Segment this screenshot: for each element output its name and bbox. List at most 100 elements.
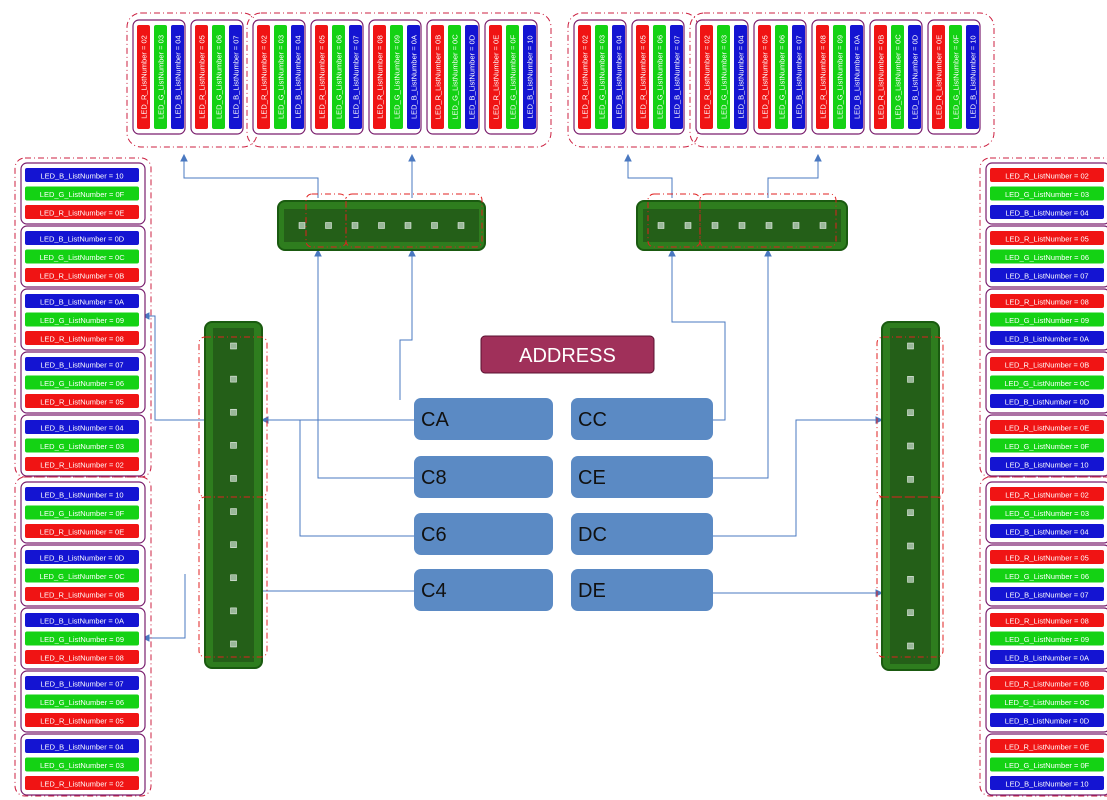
led-green-bar bbox=[990, 375, 1104, 390]
address-button-c8[interactable]: C8 bbox=[414, 456, 553, 498]
led-red-bar bbox=[990, 357, 1104, 371]
led-red-bar bbox=[990, 420, 1104, 434]
led-red-label: LED_R_ListNumber = 0B bbox=[434, 35, 443, 119]
led-chip bbox=[230, 508, 237, 515]
led-red-bar bbox=[195, 25, 208, 129]
led-blue-bar bbox=[990, 587, 1104, 601]
group-outline bbox=[14, 476, 152, 797]
led-red-bar bbox=[990, 550, 1104, 564]
group-outline bbox=[246, 12, 552, 148]
led-blue-label: LED_B_ListNumber = 04 bbox=[615, 35, 624, 118]
led-green-bar bbox=[25, 438, 139, 453]
arrowhead bbox=[141, 312, 150, 320]
led-blue-bar bbox=[990, 394, 1104, 408]
led-red-bar bbox=[816, 25, 829, 129]
led-green-bar bbox=[25, 568, 139, 583]
led-red-bar bbox=[373, 25, 386, 129]
group-outline bbox=[979, 476, 1107, 797]
led-blue-bar bbox=[908, 25, 921, 129]
address-label: CA bbox=[421, 409, 449, 431]
led-blue-bar bbox=[25, 613, 139, 627]
connector-cc bbox=[671, 250, 726, 421]
led-red-bar bbox=[758, 25, 771, 129]
connector-c8 bbox=[317, 250, 414, 479]
segment-outline bbox=[876, 496, 944, 658]
group-outline bbox=[979, 157, 1107, 478]
led-green-bar bbox=[653, 25, 666, 129]
address-button-c4[interactable]: C4 bbox=[414, 569, 553, 611]
led-red-bar bbox=[990, 676, 1104, 690]
led-chip bbox=[657, 222, 665, 229]
led-blue-label: LED_B_ListNumber = 07 bbox=[1005, 591, 1088, 600]
led-chip bbox=[907, 542, 914, 550]
led-chip bbox=[230, 442, 237, 449]
led-blue-label: LED_B_ListNumber = 0A bbox=[1005, 654, 1089, 663]
led-green-label: LED_G_ListNumber = 06 bbox=[40, 379, 124, 388]
led-blue-label: LED_B_ListNumber = 04 bbox=[737, 35, 746, 118]
address-button-de[interactable]: DE bbox=[571, 569, 713, 611]
led-chip bbox=[404, 222, 412, 229]
led-chip bbox=[230, 640, 237, 648]
led-blue-bar bbox=[990, 713, 1104, 727]
led-red-label: LED_R_ListNumber = 08 bbox=[1005, 298, 1089, 307]
connector-ca-panel bbox=[143, 315, 205, 421]
led-blue-bar bbox=[407, 25, 420, 129]
led-green-label: LED_G_ListNumber = 0C bbox=[1004, 379, 1090, 388]
led-red-label: LED_R_ListNumber = 0B bbox=[40, 272, 124, 281]
address-label: CE bbox=[578, 467, 606, 489]
led-blue-bar bbox=[25, 676, 139, 690]
arrowhead bbox=[814, 153, 822, 162]
led-red-bar bbox=[25, 587, 139, 601]
led-chip bbox=[230, 607, 237, 615]
led-green-bar bbox=[990, 757, 1104, 772]
led-green-bar bbox=[154, 25, 167, 129]
led-blue-bar bbox=[349, 25, 362, 129]
address-button-ca[interactable]: CA bbox=[414, 398, 553, 440]
led-green-label: LED_G_ListNumber = 06 bbox=[335, 35, 344, 119]
led-red-bar bbox=[431, 25, 444, 129]
led-blue-label: LED_B_ListNumber = 10 bbox=[1005, 461, 1088, 470]
arrowhead bbox=[624, 153, 632, 162]
strip-inner bbox=[213, 328, 254, 662]
led-blue-label: LED_B_ListNumber = 0D bbox=[468, 34, 477, 119]
address-block: ADDRESS CA C8 C6 C4 CC CE DC bbox=[414, 335, 713, 611]
led-blue-bar bbox=[25, 487, 139, 501]
led-blue-bar bbox=[171, 25, 184, 129]
led-green-bar bbox=[595, 25, 608, 129]
led-red-label: LED_R_ListNumber = 0B bbox=[40, 591, 124, 600]
connector-ca-up bbox=[399, 250, 413, 400]
led-strip-top-left bbox=[277, 200, 486, 251]
address-button-dc[interactable]: DC bbox=[571, 513, 713, 555]
led-blue-label: LED_B_ListNumber = 10 bbox=[526, 35, 535, 118]
led-blue-label: LED_B_ListNumber = 04 bbox=[1005, 528, 1088, 537]
led-chip bbox=[378, 222, 385, 229]
led-chip bbox=[819, 222, 827, 229]
led-chip bbox=[907, 376, 914, 383]
led-green-bar bbox=[990, 694, 1104, 709]
led-green-bar bbox=[990, 568, 1104, 583]
address-button-c6[interactable]: C6 bbox=[414, 513, 553, 555]
led-red-label: LED_R_ListNumber = 02 bbox=[140, 35, 149, 119]
led-strip-top-right bbox=[636, 200, 848, 251]
address-button-cc[interactable]: CC bbox=[571, 398, 713, 440]
connector-ce bbox=[713, 250, 769, 479]
segment-outline bbox=[305, 193, 347, 248]
address-button-ce[interactable]: CE bbox=[571, 456, 713, 498]
led-chip bbox=[230, 375, 237, 383]
led-green-label: LED_G_ListNumber = 09 bbox=[40, 635, 124, 644]
led-green-bar bbox=[990, 312, 1104, 327]
led-red-label: LED_R_ListNumber = 0E bbox=[40, 209, 124, 218]
led-green-bar bbox=[25, 312, 139, 327]
led-green-bar bbox=[25, 694, 139, 709]
led-blue-label: LED_B_ListNumber = 04 bbox=[40, 424, 123, 433]
